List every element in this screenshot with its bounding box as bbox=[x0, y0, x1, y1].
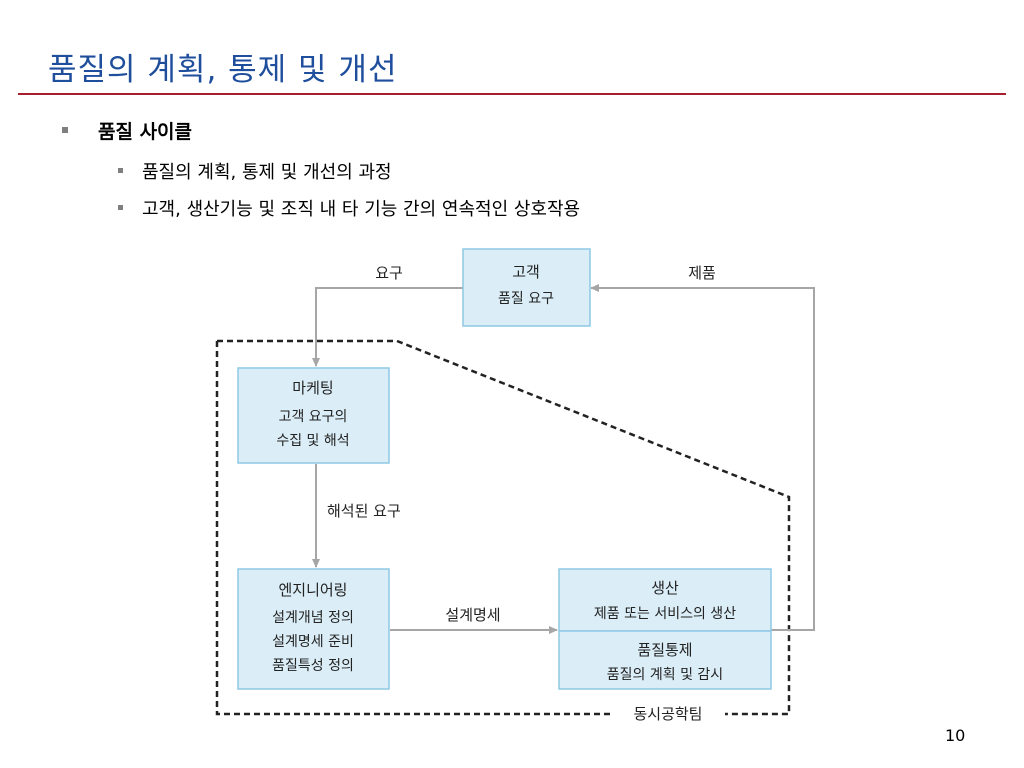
title-divider bbox=[18, 93, 1006, 95]
team-label: 동시공학팀 bbox=[633, 705, 702, 723]
customer-box: 고객 품질 요구 bbox=[462, 248, 591, 327]
marketing-line-1: 고객 요구의 bbox=[279, 409, 348, 425]
quality-control-title: 품질통제 bbox=[637, 641, 692, 659]
sub-bullet-square-icon bbox=[118, 168, 123, 173]
concurrent-engineering-boundary-left bbox=[215, 341, 610, 716]
concurrent-engineering-boundary bbox=[217, 339, 791, 716]
bullet-quality-cycle: 품질 사이클 bbox=[98, 121, 193, 143]
customer-title: 고객 bbox=[512, 263, 540, 281]
marketing-line-2: 수집 및 해석 bbox=[276, 433, 349, 449]
engineering-line-1: 설계개념 정의 bbox=[272, 610, 354, 626]
customer-line: 품질 요구 bbox=[498, 291, 554, 307]
interpreted-requirement-label: 해석된 요구 bbox=[327, 502, 401, 520]
marketing-box: 마케팅 고객 요구의 수집 및 해석 bbox=[237, 367, 390, 464]
quality-control-line: 품질의 계획 및 감시 bbox=[607, 667, 723, 683]
sub-bullet-process: 품질의 계획, 통제 및 개선의 과정 bbox=[142, 162, 392, 183]
requirement-arrow bbox=[312, 287, 463, 367]
production-line: 제품 또는 서비스의 생산 bbox=[594, 606, 736, 622]
requirement-label: 요구 bbox=[375, 264, 403, 282]
engineering-box: 엔지니어링 설계개념 정의 설계명세 준비 품질특성 정의 bbox=[237, 568, 390, 690]
page-number: 10 bbox=[945, 726, 966, 745]
quality-control-box: 품질통제 품질의 계획 및 감시 bbox=[558, 630, 772, 690]
production-box: 생산 제품 또는 서비스의 생산 bbox=[558, 568, 772, 632]
engineering-line-2: 설계명세 준비 bbox=[272, 634, 354, 650]
bullet-square-icon bbox=[62, 127, 68, 133]
design-spec-label: 설계명세 bbox=[445, 606, 500, 624]
production-title: 생산 bbox=[651, 579, 679, 597]
engineering-title: 엔지니어링 bbox=[278, 581, 347, 599]
sub-bullet-square-icon bbox=[118, 205, 123, 210]
marketing-title: 마케팅 bbox=[292, 379, 333, 397]
slide-title: 품질의 계획, 통제 및 개선 bbox=[48, 52, 398, 88]
sub-bullet-interaction: 고객, 생산기능 및 조직 내 타 기능 간의 연속적인 상호작용 bbox=[142, 199, 581, 220]
engineering-line-3: 품질특성 정의 bbox=[272, 658, 354, 674]
product-arrow bbox=[590, 284, 815, 631]
product-label: 제품 bbox=[688, 264, 716, 282]
